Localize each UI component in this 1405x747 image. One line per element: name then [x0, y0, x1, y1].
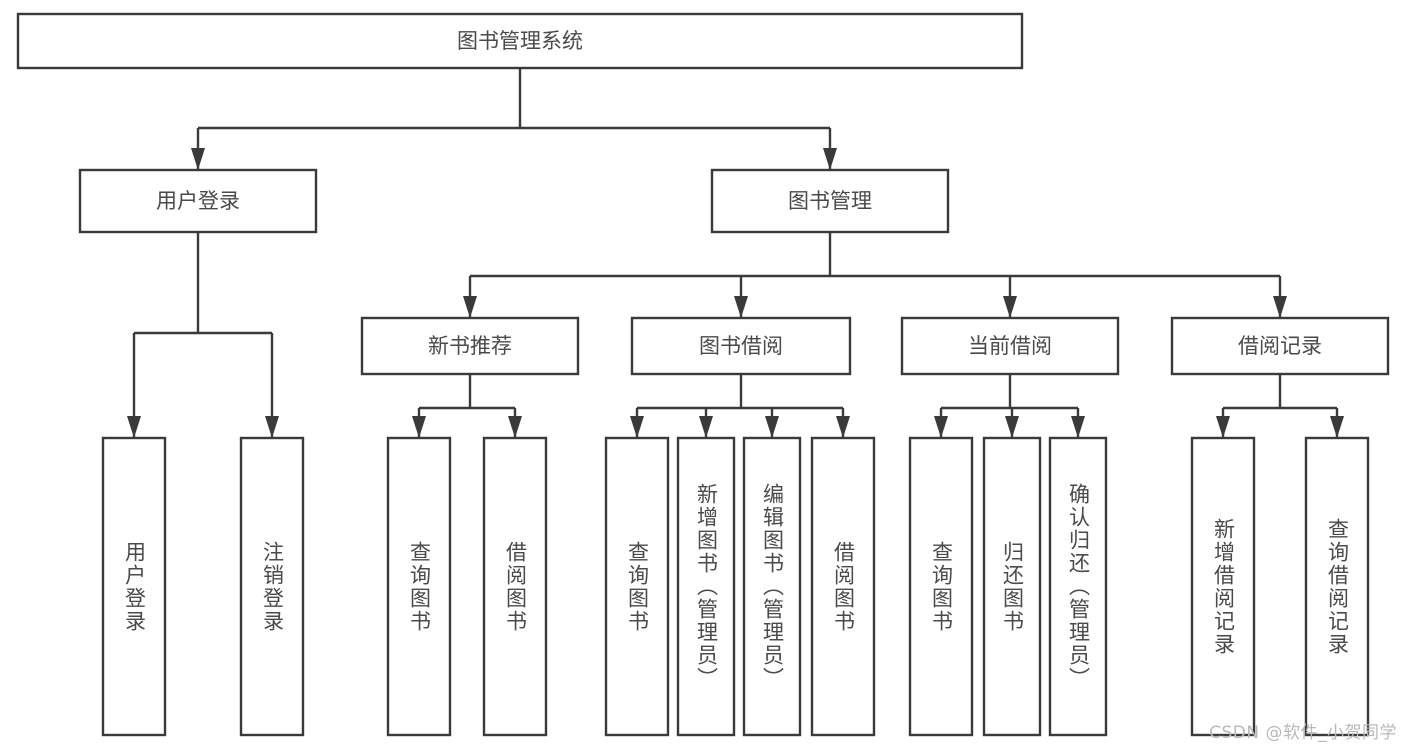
node-label-book-borrow: 图书借阅 — [699, 334, 783, 358]
node-box-leaf-edit-book[interactable] — [742, 436, 802, 737]
node-box-leaf-user-login[interactable] — [101, 436, 167, 737]
book-borrow-arrow-1 — [699, 416, 713, 438]
node-box-leaf-borrow-book[interactable] — [810, 436, 876, 737]
node-box-leaf-confirm-return[interactable] — [1048, 436, 1108, 737]
node-box-current-borrow[interactable] — [900, 316, 1120, 376]
node-box-book-management[interactable] — [710, 168, 950, 234]
node-box-leaf-add-borrow-record[interactable] — [1190, 436, 1256, 737]
node-box-leaf-add-book[interactable] — [676, 436, 736, 737]
current-borrow-arrow-1 — [1005, 416, 1019, 438]
node-label-borrow-record: 借阅记录 — [1238, 334, 1322, 358]
node-box-leaf-borrow-book-recommend[interactable] — [482, 436, 548, 737]
node-box-book-borrow[interactable] — [630, 316, 852, 376]
node-box-leaf-query-book-recommend[interactable] — [386, 436, 452, 737]
book-borrow-arrow-0 — [630, 416, 644, 438]
current-borrow-arrow-0 — [934, 416, 948, 438]
node-box-leaf-logout[interactable] — [239, 436, 305, 737]
node-box-leaf-query-borrow-record[interactable] — [1304, 436, 1370, 737]
connector-layer — [127, 68, 1344, 438]
node-box-new-book-recommend[interactable] — [360, 316, 580, 376]
node-box-leaf-return-book[interactable] — [982, 436, 1042, 737]
watermark-text: CSDN @软件_小贺同学 — [1209, 723, 1397, 743]
node-box-leaf-query-book-current[interactable] — [908, 436, 974, 737]
node-box-leaf-query-book-borrow[interactable] — [604, 436, 670, 737]
book-borrow-arrow-2 — [765, 416, 779, 438]
new-book-recommend-arrow-0 — [412, 416, 426, 438]
node-box-borrow-record[interactable] — [1170, 316, 1390, 376]
node-box-root[interactable] — [16, 12, 1024, 70]
root-arrow-1 — [823, 148, 837, 170]
node-box-user-login[interactable] — [78, 168, 318, 234]
node-label-root: 图书管理系统 — [457, 29, 583, 53]
user-login-arrow-1 — [265, 416, 279, 438]
book-management-arrow-1 — [734, 296, 748, 318]
borrow-record-arrow-1 — [1330, 416, 1344, 438]
node-label-book-management: 图书管理 — [788, 189, 872, 213]
borrow-record-arrow-0 — [1216, 416, 1230, 438]
book-management-arrow-2 — [1003, 296, 1017, 318]
book-borrow-arrow-3 — [836, 416, 850, 438]
new-book-recommend-arrow-1 — [508, 416, 522, 438]
book-management-arrow-3 — [1273, 296, 1287, 318]
node-label-new-book-recommend: 新书推荐 — [428, 334, 512, 358]
node-label-user-login: 用户登录 — [156, 189, 240, 213]
user-login-arrow-0 — [127, 416, 141, 438]
node-label-current-borrow: 当前借阅 — [968, 334, 1052, 358]
node-box-layer — [16, 12, 1390, 737]
book-management-arrow-0 — [463, 296, 477, 318]
current-borrow-arrow-2 — [1071, 416, 1085, 438]
root-arrow-0 — [191, 148, 205, 170]
